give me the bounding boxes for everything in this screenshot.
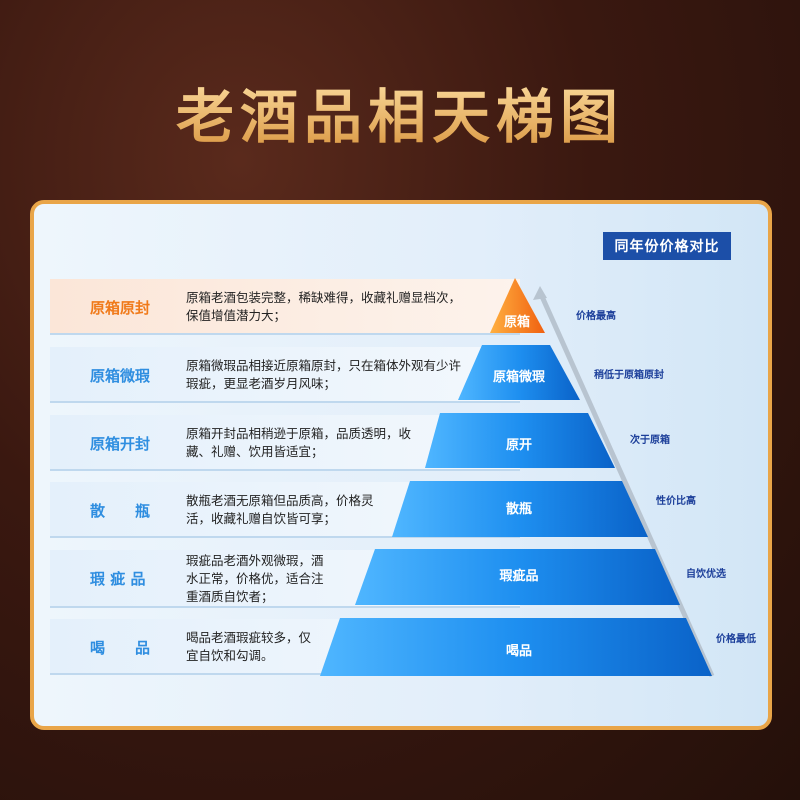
tier-desc: 喝品老酒瑕疵较多，仅宜自饮和勾调。 <box>186 630 312 663</box>
pyramid-label: 原开 <box>506 438 532 453</box>
tier-label: 原箱微瑕 <box>90 366 151 385</box>
pyramid-label: 散瓶 <box>506 501 532 517</box>
tier-label: 散 瓶 <box>90 501 151 520</box>
price-arrow <box>537 290 715 678</box>
arrow-head-icon <box>533 286 547 300</box>
tier-label: 原箱开封 <box>90 434 151 453</box>
price-note: 价格最高 <box>576 311 616 322</box>
pyramid-label: 原箱微瑕 <box>493 369 546 385</box>
tier-desc: 原箱开封品相稍逊于原箱，品质透明，收藏、礼赠、饮用皆适宜； <box>186 426 412 459</box>
pyramid-label: 瑕疵品 <box>499 568 538 584</box>
pyramid-tier <box>425 413 615 468</box>
price-note: 稍低于原箱原封 <box>594 370 664 381</box>
pyramid-tier <box>320 618 712 676</box>
tier-row: 原箱原封 原箱老酒包装完整，稀缺难得，收藏礼赠显档次，保值增值潜力大； <box>50 279 520 335</box>
tier-row: 原箱微瑕 原箱微瑕品相接近原箱原封，只在箱体外观有少许瑕疵，更显老酒岁月风味； <box>50 347 520 403</box>
price-note: 价格最低 <box>716 634 756 645</box>
price-note: 自饮优选 <box>686 569 726 580</box>
pyramid-label: 喝品 <box>506 644 532 659</box>
tier-desc: 瑕疵品老酒外观微瑕，酒水正常，价格优，适合注重酒质自饮者； <box>186 553 324 604</box>
tier-label: 瑕 疵 品 <box>90 569 146 588</box>
tier-desc: 原箱微瑕品相接近原箱原封，只在箱体外观有少许瑕疵，更显老酒岁月风味； <box>186 358 462 391</box>
price-note: 次于原箱 <box>630 435 670 446</box>
tier-desc: 原箱老酒包装完整，稀缺难得，收藏礼赠显档次，保值增值潜力大； <box>186 290 462 323</box>
price-compare-badge: 同年份价格对比 <box>603 232 731 260</box>
tier-label: 喝 品 <box>90 638 151 657</box>
pyramid-tier <box>355 549 680 605</box>
pyramid-label: 原箱 <box>504 314 530 330</box>
price-note: 性价比高 <box>656 496 696 507</box>
pyramid-tier <box>392 481 648 537</box>
tier-desc: 散瓶老酒无原箱但品质高，价格灵活，收藏礼赠自饮皆可享； <box>186 493 374 526</box>
pyramid-tier <box>458 345 580 400</box>
page-title: 老酒品相天梯图 <box>0 70 800 154</box>
pyramid-tier <box>490 278 545 333</box>
tier-label: 原箱原封 <box>90 298 151 317</box>
